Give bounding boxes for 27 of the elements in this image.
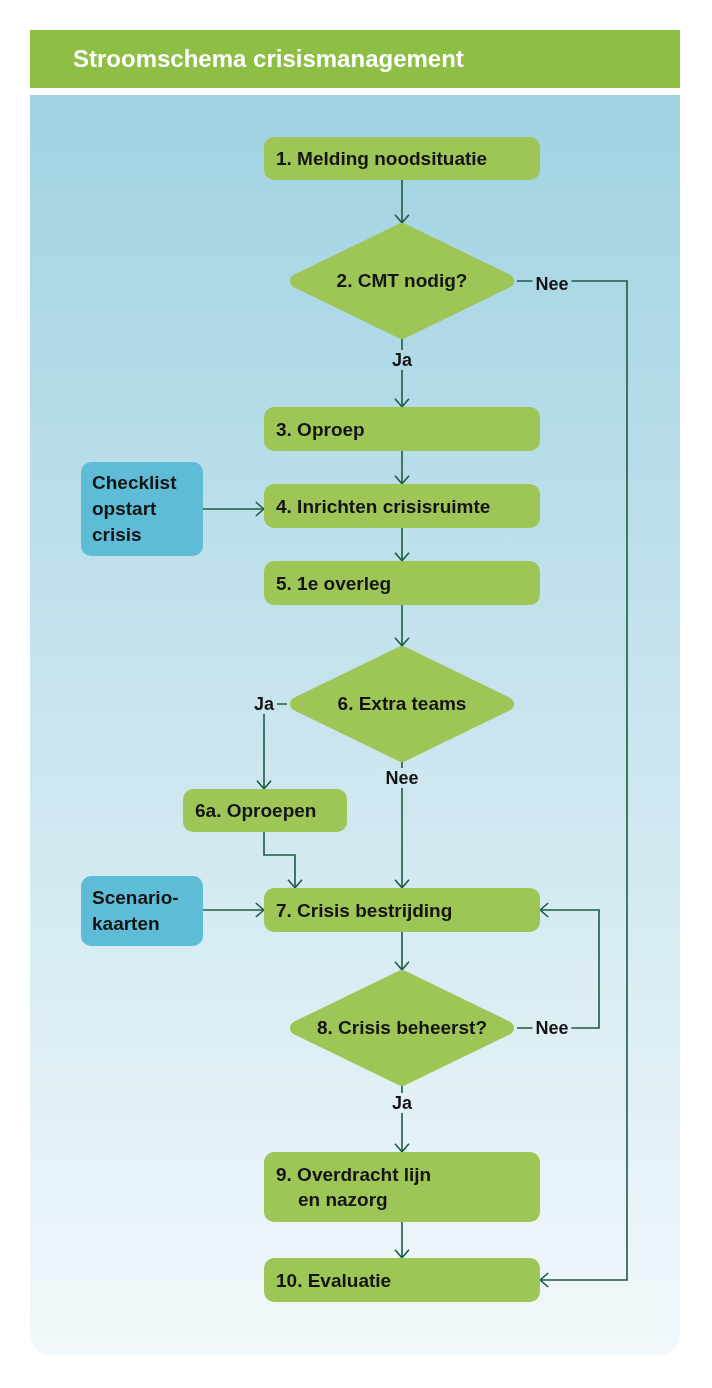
arrow xyxy=(202,902,265,918)
resource-box: Checklist opstart crisis xyxy=(81,462,203,556)
arrow xyxy=(394,931,410,971)
arrow xyxy=(394,527,410,562)
edge-label: Ja xyxy=(251,694,277,714)
process-box: 6a. Oproepen xyxy=(183,789,347,832)
arrow xyxy=(202,501,265,517)
process-box: 4. Inrichten crisisruimte xyxy=(264,484,540,528)
process-box: 7. Crisis bestrijding xyxy=(264,888,540,932)
arrow xyxy=(394,179,410,224)
process-box: 5. 1e overleg xyxy=(264,561,540,605)
decision-diamond: 2. CMT nodig? xyxy=(287,223,517,339)
arrow xyxy=(394,1221,410,1259)
edge-label: Ja xyxy=(389,1093,415,1113)
process-box: 1. Melding noodsituatie xyxy=(264,137,540,180)
arrow xyxy=(394,450,410,485)
resource-box: Scenario-kaarten xyxy=(81,876,203,946)
process-box: 9. Overdracht lijn en nazorg xyxy=(264,1152,540,1222)
process-box: 3. Oproep xyxy=(264,407,540,451)
arrow xyxy=(516,280,628,1288)
arrow xyxy=(263,831,303,889)
decision-diamond: 8. Crisis beheerst? xyxy=(287,970,517,1086)
process-box: 10. Evaluatie xyxy=(264,1258,540,1302)
decision-diamond: 6. Extra teams xyxy=(287,646,517,762)
arrow xyxy=(394,604,410,647)
diagram-title: Stroomschema crisismanagement xyxy=(73,44,464,74)
edge-label: Ja xyxy=(389,350,415,370)
